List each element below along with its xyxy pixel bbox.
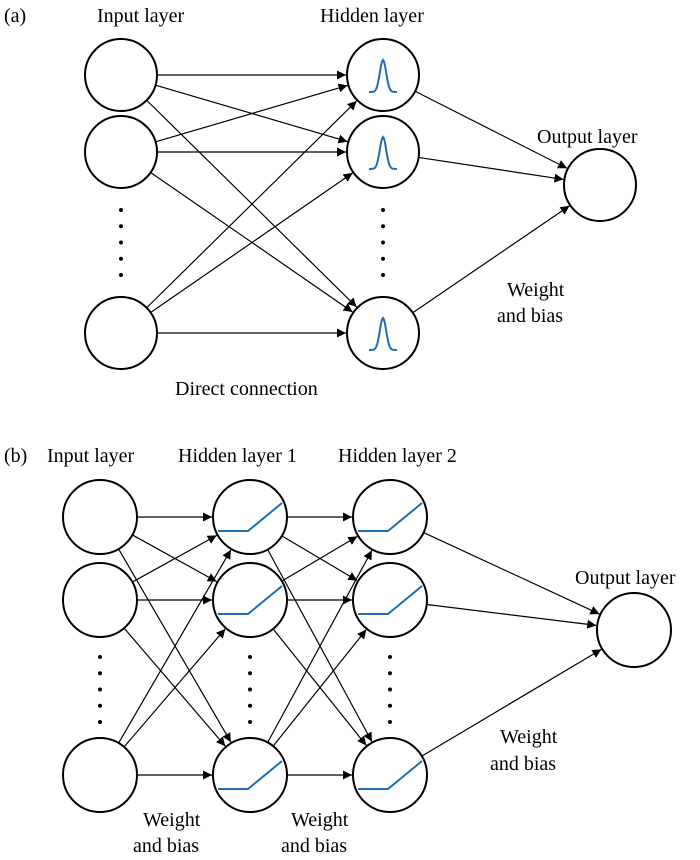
- gaussian-curve-icon: [369, 58, 397, 93]
- gaussian-curve-icon: [369, 316, 397, 351]
- panel-b-weight-bias-1-line2: and bias: [133, 835, 199, 857]
- input-node: [62, 737, 138, 813]
- ellipsis-dot: [119, 208, 123, 212]
- panel-b-hidden-layer-2-label: Hidden layer 2: [338, 445, 457, 467]
- panel-b-weight-bias-2-line1: Weight: [291, 809, 349, 831]
- hidden2-to-output-arrow: [421, 648, 602, 757]
- ellipsis-dot: [388, 687, 392, 692]
- input-to-hidden-arrow: [146, 100, 358, 309]
- input-to-hidden-arrow: [155, 83, 348, 143]
- ellipsis-dot: [98, 655, 102, 659]
- input-node: [62, 562, 138, 638]
- ellipsis-dot: [119, 240, 123, 245]
- ellipsis-dot: [248, 671, 252, 676]
- ellipsis-dot: [248, 703, 252, 708]
- panel-b-output-layer-label: Output layer: [575, 567, 676, 589]
- panel-a-output-layer-label: Output layer: [537, 126, 638, 148]
- hidden-node: [346, 296, 420, 370]
- relu-curve-icon: [218, 585, 283, 615]
- ellipsis-dot: [119, 273, 123, 277]
- relu-curve-icon: [358, 585, 423, 615]
- hidden2-node: [352, 562, 428, 638]
- ellipsis-dot: [98, 703, 102, 708]
- panel-a-weight-bias-label-line1: Weight: [507, 279, 565, 301]
- panel-b: (b) Input layer Hidden layer 1 Hidden la…: [4, 445, 676, 857]
- relu-curve-icon: [358, 760, 423, 790]
- ellipsis-dot: [119, 256, 123, 261]
- input-to-hidden-arrow: [150, 172, 353, 314]
- panel-a-input-layer-label: Input layer: [97, 5, 185, 27]
- relu-curve-icon: [218, 760, 283, 790]
- ellipsis-dot: [388, 671, 392, 676]
- ellipsis-dot: [381, 208, 385, 212]
- input-to-hidden1-arrow: [132, 534, 218, 583]
- input-node: [84, 38, 158, 112]
- panel-a-direct-connection-label: Direct connection: [175, 378, 318, 400]
- output-node: [563, 148, 637, 222]
- panel-a-nodes: [84, 38, 637, 370]
- hidden2-node: [352, 737, 428, 813]
- hidden2-to-output-arrow: [423, 532, 600, 615]
- panel-b-input-layer-label: Input layer: [47, 445, 135, 467]
- panel-a-hidden-layer-label: Hidden layer: [320, 5, 424, 27]
- ellipsis-dot: [248, 687, 252, 692]
- hidden1-to-hidden2-arrow: [272, 629, 367, 747]
- ellipsis-dot: [119, 224, 123, 229]
- input-to-hidden1-arrow: [123, 628, 226, 748]
- hidden-to-output-arrow: [418, 156, 564, 183]
- hidden2-to-output-arrow: [426, 603, 597, 629]
- panel-a-tag: (a): [4, 5, 26, 27]
- panel-b-weight-bias-3-line1: Weight: [500, 726, 558, 748]
- panel-b-connections: [118, 512, 602, 780]
- ellipsis-dot: [381, 240, 385, 245]
- input-node: [84, 296, 158, 370]
- input-node: [84, 115, 158, 189]
- ellipsis-dot: [388, 655, 392, 659]
- panel-a: (a) Input layer Hidden layer Output laye…: [4, 5, 638, 400]
- panel-b-weight-bias-2-line2: and bias: [281, 835, 347, 857]
- input-node: [62, 479, 138, 555]
- ellipsis-dot: [98, 671, 102, 676]
- hidden2-node: [352, 479, 428, 555]
- panel-b-weight-bias-1-line1: Weight: [143, 809, 201, 831]
- panel-b-weight-bias-3-line2: and bias: [490, 753, 556, 775]
- gaussian-curve-icon: [369, 135, 397, 170]
- ellipsis-dot: [98, 720, 102, 724]
- relu-curve-icon: [218, 502, 283, 532]
- input-to-hidden1-arrow: [118, 549, 232, 744]
- ellipsis-dot: [388, 703, 392, 708]
- output-node: [596, 592, 672, 668]
- ellipsis-dot: [98, 687, 102, 692]
- hidden-to-output-arrow: [414, 90, 568, 169]
- panel-a-weight-bias-label-line2: and bias: [497, 305, 563, 327]
- hidden-node: [346, 115, 420, 189]
- relu-curve-icon: [358, 502, 423, 532]
- hidden1-node: [212, 479, 288, 555]
- ellipsis-dot: [388, 720, 392, 724]
- ellipsis-dot: [381, 256, 385, 261]
- ellipsis-dot: [381, 224, 385, 229]
- hidden1-to-hidden2-arrow: [267, 550, 373, 743]
- ellipsis-dot: [381, 273, 385, 277]
- hidden1-node: [212, 737, 288, 813]
- hidden-to-output-arrow: [412, 205, 570, 314]
- panel-a-connections: [146, 70, 570, 338]
- panel-b-hidden-layer-1-label: Hidden layer 1: [178, 445, 297, 467]
- ellipsis-dot: [248, 655, 252, 659]
- hidden1-to-hidden2-arrow: [281, 535, 358, 582]
- hidden1-node: [212, 562, 288, 638]
- panel-b-nodes: [62, 479, 672, 813]
- panel-b-tag: (b): [4, 445, 27, 467]
- ellipsis-dot: [248, 720, 252, 724]
- hidden-node: [346, 38, 420, 112]
